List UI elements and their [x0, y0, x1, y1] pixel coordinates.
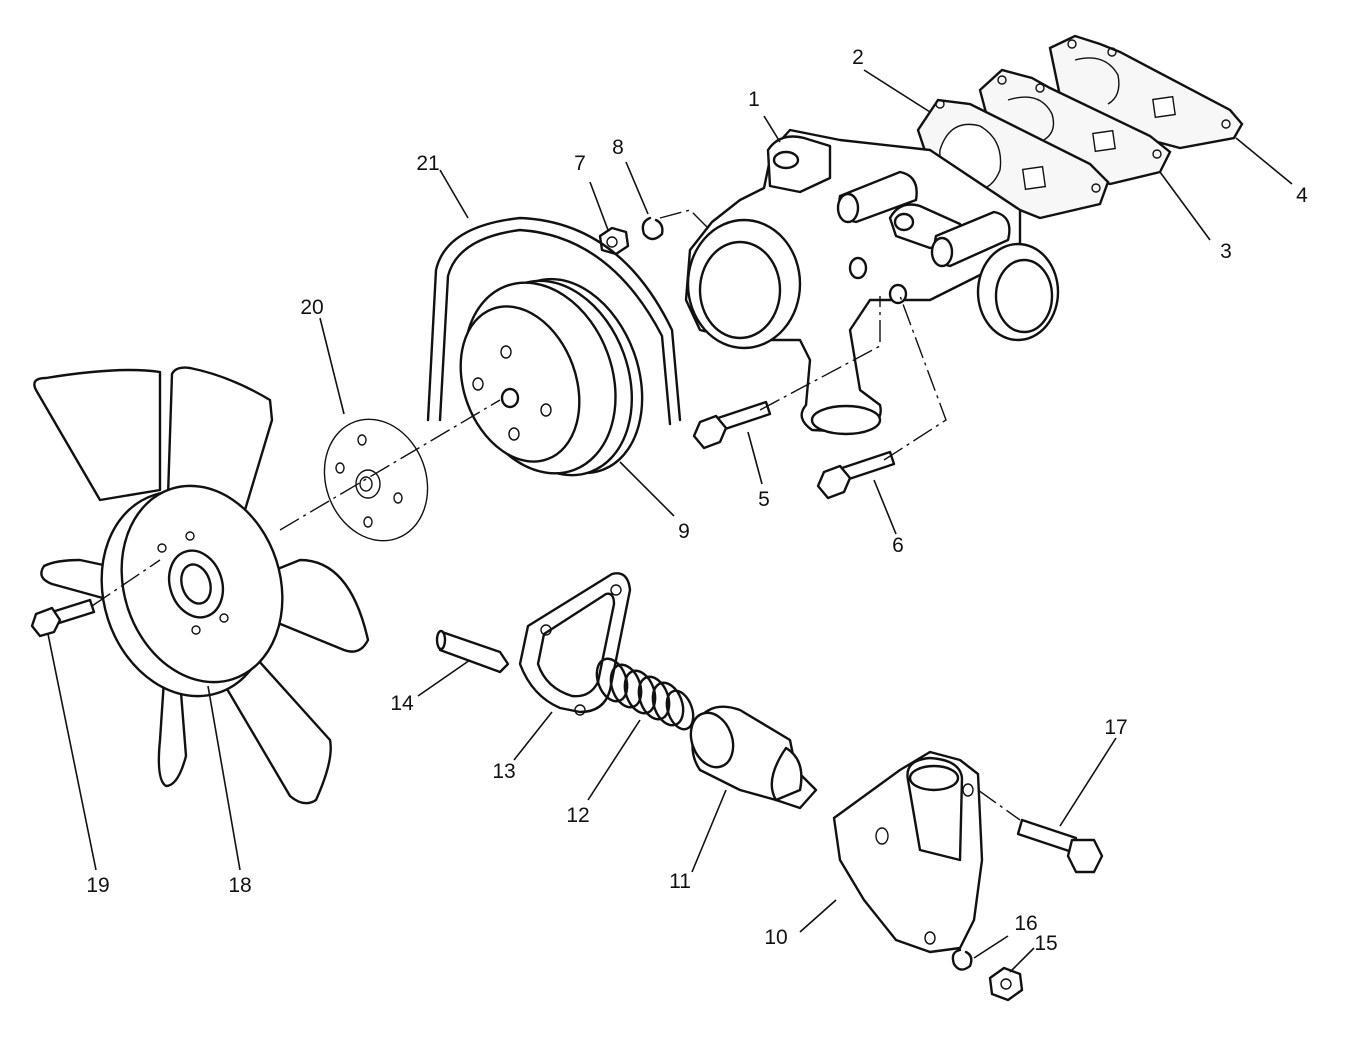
part-13-gasket	[518, 572, 632, 716]
part-1-pump-housing	[684, 128, 1060, 436]
callout-labels: 1 2 3 4 5 6 7 8 9 10 11 12 13 14 15 16 1…	[86, 46, 1308, 955]
callout-9: 9	[678, 520, 690, 543]
callout-16: 16	[1014, 912, 1037, 935]
part-19-bolt	[30, 598, 96, 638]
callout-3: 3	[1220, 240, 1232, 263]
callout-2: 2	[852, 46, 864, 69]
callout-19: 19	[86, 874, 109, 897]
callout-12: 12	[566, 804, 589, 827]
callout-21: 21	[416, 152, 439, 175]
callout-8: 8	[612, 136, 624, 159]
part-12-spring	[595, 657, 695, 731]
part-5-bolt	[692, 400, 772, 450]
part-18-fan	[33, 366, 370, 805]
part-21-belt	[426, 216, 682, 426]
callout-11: 11	[669, 870, 691, 893]
part-9-pulley	[459, 277, 644, 477]
callout-4: 4	[1296, 184, 1308, 207]
callout-6: 6	[892, 534, 904, 557]
part-15-nut	[988, 966, 1024, 1002]
callout-17: 17	[1104, 716, 1127, 739]
part-11-thermostat	[689, 705, 818, 810]
part-7-nut	[598, 226, 630, 256]
callout-10: 10	[764, 926, 787, 949]
callout-20: 20	[300, 296, 323, 319]
callout-15: 15	[1034, 932, 1057, 955]
callout-13: 13	[492, 760, 515, 783]
part-6-bolt	[816, 450, 896, 500]
callout-5: 5	[758, 488, 770, 511]
part-8-lock-washer	[641, 216, 664, 241]
callout-14: 14	[390, 692, 414, 715]
callout-7: 7	[574, 152, 586, 175]
leader-lines	[47, 69, 1293, 973]
assembly-centerlines	[91, 209, 1021, 821]
callout-1: 1	[748, 88, 760, 111]
part-16-lock-washer	[951, 948, 973, 971]
part-17-bolt	[1016, 818, 1104, 874]
part-20-spacer	[323, 418, 429, 542]
callout-18: 18	[228, 874, 251, 897]
part-14-stud	[435, 629, 510, 674]
part-10-outlet-cover	[832, 750, 984, 954]
